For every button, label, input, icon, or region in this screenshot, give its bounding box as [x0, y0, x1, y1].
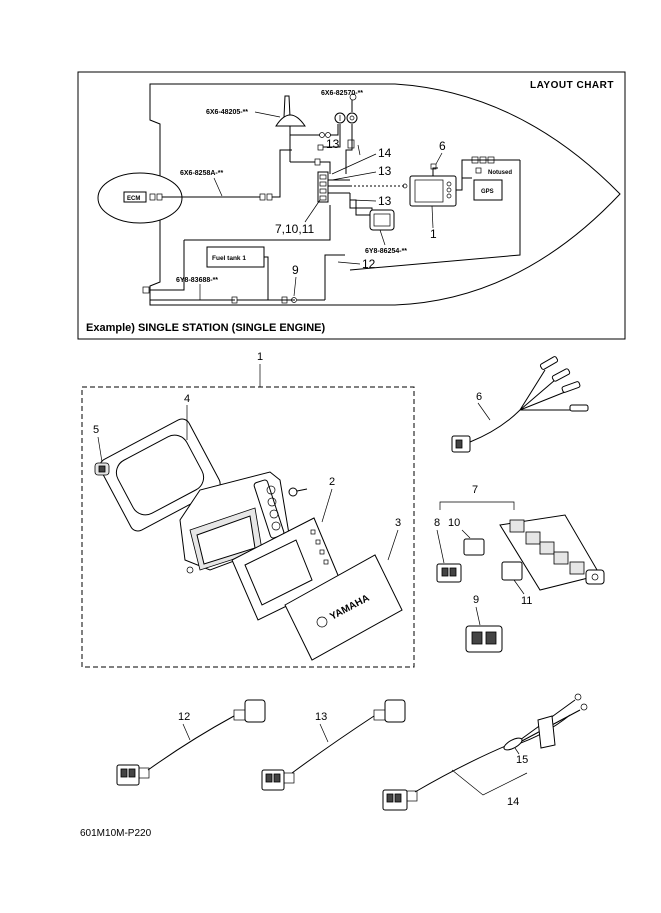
connector-9-part — [465, 625, 503, 653]
part-12-harness: 12 — [116, 699, 266, 786]
code-6y8-83688: 6Y8-83688-** — [176, 277, 218, 284]
code-6x6-82570: 6X6-82570-** — [321, 90, 363, 97]
cap-10-part — [463, 538, 485, 556]
meter-cover-part: YAMAHA — [284, 554, 403, 661]
gps-unit-icon — [473, 179, 503, 201]
joint-connector-icon — [317, 171, 329, 203]
callout-13-b: 13 — [378, 164, 392, 178]
meter-kit-group: 1 4 5 — [81, 351, 415, 668]
gauge-meter-icon — [409, 175, 457, 207]
part-number-13: 13 — [315, 711, 327, 723]
part-number-3: 3 — [395, 517, 401, 529]
front-bezel-part — [231, 517, 341, 621]
yamaha-logo-icon — [316, 616, 328, 628]
callout-6: 6 — [439, 139, 446, 153]
footer-code: 601M10M-P220 — [80, 828, 152, 839]
fuel-tank-label: Fuel tank 1 — [212, 255, 246, 262]
callout-12: 12 — [362, 257, 376, 271]
grommet-part — [94, 462, 110, 476]
gasket-part — [99, 418, 221, 532]
part-14-harness: 15 14 — [382, 693, 588, 811]
ecm-label: ECM — [127, 196, 140, 202]
not-used-label: Notused — [488, 170, 512, 176]
part-number-10: 10 — [448, 517, 460, 529]
layout-chart: LAYOUT CHART Example) SINGLE STATION (SI… — [77, 71, 626, 340]
part-number-14: 14 — [507, 796, 519, 808]
part-number-12: 12 — [178, 711, 190, 723]
throttle-lever-icon — [275, 95, 306, 162]
part-number-5: 5 — [93, 424, 99, 436]
code-6x6-8258a: 6X6-8258A-** — [180, 170, 223, 177]
code-6x6-48205: 6X6-48205-** — [206, 109, 248, 116]
callout-1: 1 — [430, 227, 437, 241]
part-number-7: 7 — [472, 484, 478, 496]
gps-label: GPS — [481, 189, 494, 195]
callout-7-10-11: 7,10,11 — [275, 222, 314, 236]
part-number-6: 6 — [476, 391, 482, 403]
cap-11-part — [501, 561, 523, 581]
layout-wiring: Notused GPS Fuel tank 1 — [142, 124, 521, 304]
connector-group: 7 8 10 11 — [434, 484, 605, 653]
layout-chart-title: LAYOUT CHART — [530, 80, 614, 91]
layout-chart-caption: Example) SINGLE STATION (SINGLE ENGINE) — [86, 322, 326, 334]
boat-hull-outline — [149, 83, 621, 306]
part-number-2: 2 — [329, 476, 335, 488]
bracket-part — [537, 715, 556, 749]
code-6y8-86254: 6Y8-86254-** — [365, 248, 407, 255]
key-switch-icon — [334, 93, 358, 124]
part-number-8: 8 — [434, 517, 440, 529]
part-number-1: 1 — [257, 351, 263, 363]
connector-8-part — [436, 563, 462, 583]
callout-13-c: 13 — [378, 194, 392, 208]
callout-14: 14 — [378, 146, 392, 160]
part-number-9: 9 — [473, 594, 479, 606]
part-6-harness: 6 — [451, 356, 589, 453]
part-number-15: 15 — [516, 754, 528, 766]
part-number-4: 4 — [184, 393, 190, 405]
part-number-11: 11 — [521, 595, 532, 607]
callout-9: 9 — [292, 263, 299, 277]
fuse-holder-15-part — [503, 737, 523, 751]
part-13-harness: 13 — [261, 699, 406, 791]
screw-part — [288, 487, 308, 497]
callout-13-a: 13 — [326, 137, 340, 151]
